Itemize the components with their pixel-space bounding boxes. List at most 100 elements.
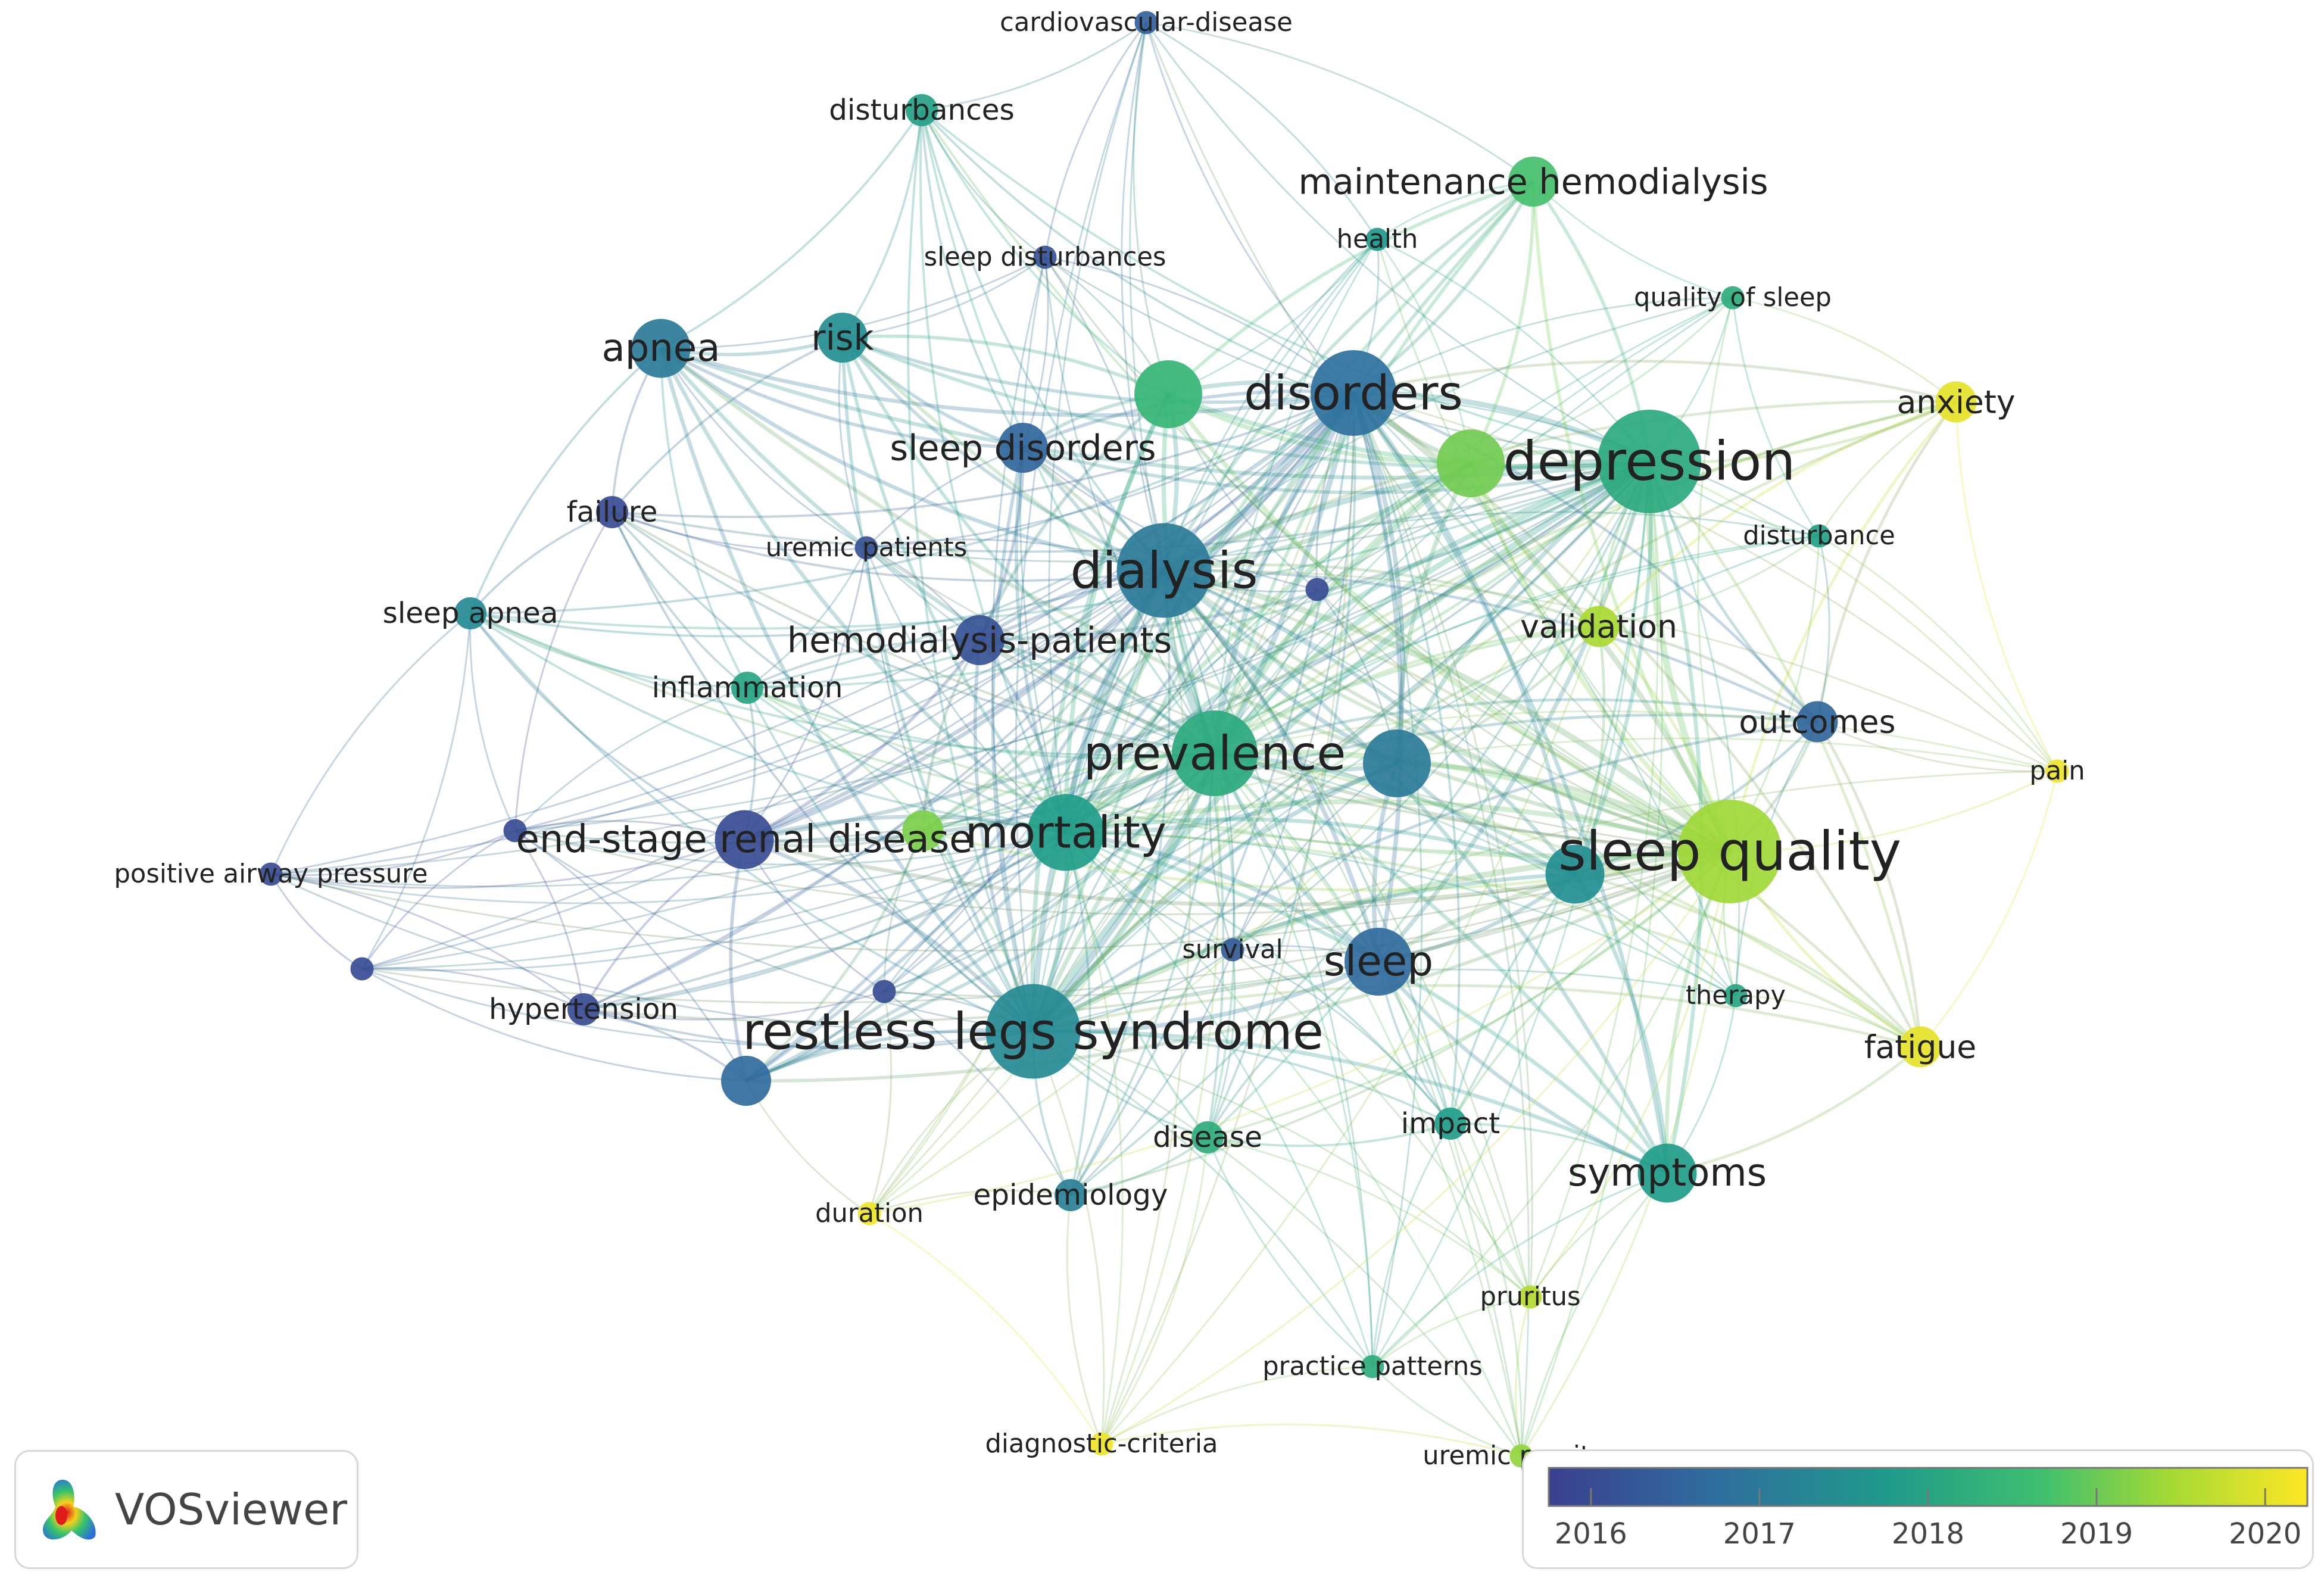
node-sleep-apnea[interactable] [454,597,486,629]
link-cardiovascular-disease-sleep-disturbances [1044,22,1147,258]
link-validation-prevalence [1214,625,1599,754]
link-diagnostic-criteria-restless-legs-syndrome [1032,1031,1105,1445]
label-validation: validation [1520,608,1677,645]
node-dialysis[interactable] [1116,523,1212,618]
link-outcomes-validation [1598,625,1818,723]
link-sleep-quality-disorders [1352,391,1733,853]
link-practice-patterns-depression [1371,461,1651,1367]
link-dialysis-restless-legs-syndrome [1030,569,1167,1032]
node-unlabeled-teal[interactable] [1363,729,1431,797]
link-failure-dialysis [612,511,1165,582]
node-cardiovascular-disease[interactable] [1134,11,1158,35]
link-diagnostic-criteria-sleep-quality [1101,851,1731,1445]
node-disturbances[interactable] [906,94,938,126]
node-diagnostic-criteria[interactable] [1090,1432,1113,1456]
link-duration-sleep-quality [869,850,1730,1215]
link-end-stage-renal-disease-depression [744,460,1651,842]
link-pruritus-mortality [1065,831,1531,1298]
node-survival[interactable] [1221,938,1244,962]
link-anxiety-pain [1955,401,2058,772]
link-cardiovascular-disease-mortality [1048,22,1147,833]
link-disturbance-dialysis [1163,511,1820,572]
link-diagnostic-criteria-prevalence [1100,753,1220,1445]
link-depression-restless-legs-syndrome [1030,459,1651,1033]
node-unlabeled-green[interactable] [1134,360,1202,428]
label-uremic-patients: uremic patients [766,533,967,563]
node-impact[interactable] [1434,1108,1467,1140]
link-cardiovascular-disease-sleep-quality [1145,22,1730,853]
legend-tick-label: 2017 [1723,1517,1796,1551]
node-positive-airway-pressure[interactable] [259,862,283,886]
node-hemodialysis-patients[interactable] [954,615,1005,665]
link-unlabeled-teal-disorders [1351,392,1405,764]
node-disease[interactable] [1191,1121,1224,1153]
node-uremic-patients[interactable] [854,536,878,560]
node-end-stage-renal-disease[interactable] [715,810,774,869]
node-maintenance-hemodialysis[interactable] [1508,157,1558,207]
link-duration-depression [869,461,1651,1215]
node-unlabeled-blue[interactable] [721,1056,771,1106]
link-sleep-disturbances-mortality [1019,257,1067,833]
node-therapy[interactable] [1724,984,1748,1008]
link-risk-disturbances [841,110,923,339]
link-quality-of-sleep-disorders [1353,297,1733,394]
label-disorders: disorders [1244,366,1463,421]
node-failure[interactable] [596,496,628,528]
link-mortality-end-stage-renal-disease [744,815,1066,842]
link-quality-of-sleep-mortality [1065,297,1733,833]
node-validation[interactable] [1578,606,1620,647]
link-practice-patterns-dialysis [1163,570,1374,1367]
node-unlabeled-purple-3[interactable] [1305,578,1329,601]
link-hypertension-positive-airway-pressure [270,873,584,1011]
node-inflammation[interactable] [731,672,763,704]
node-apnea[interactable] [631,319,691,378]
node-fatigue[interactable] [1899,1026,1941,1068]
node-symptoms[interactable] [1637,1143,1697,1203]
node-anxiety[interactable] [1935,381,1977,423]
node-mortality[interactable] [1027,794,1105,871]
link-impact-survival [1232,949,1452,1124]
node-pruritus[interactable] [1518,1285,1542,1309]
link-risk-dialysis [841,336,1165,572]
node-prevalence[interactable] [1172,710,1258,796]
node-practice-patterns[interactable] [1361,1355,1384,1379]
link-unlabeled-purple-1-dialysis [514,569,1165,832]
node-hypertension[interactable] [567,993,600,1025]
node-restless-legs-syndrome[interactable] [985,984,1081,1079]
link-unlabeled-purple-3-restless-legs-syndrome [1032,588,1318,1032]
link-failure-unlabeled-purple-1 [514,512,613,831]
link-pain-restless-legs-syndrome [1032,770,2058,1033]
node-sleep[interactable] [1345,928,1412,996]
node-duration[interactable] [857,1202,881,1225]
node-depression[interactable] [1598,410,1701,513]
link-sleep-mortality [1065,830,1380,963]
node-disturbance[interactable] [1807,524,1831,548]
link-unlabeled-purple-1-sleep-quality [514,829,1730,915]
node-unlabeled-purple-2[interactable] [350,957,374,981]
link-unlabeled-purple-3-sleep-quality [1316,588,1730,853]
node-health[interactable] [1365,227,1389,251]
link-impact-prevalence [1214,752,1452,1124]
node-epidemiology[interactable] [1055,1179,1087,1211]
link-sleep-disorders-sleep-disturbances [1022,257,1049,448]
node-unlabeled-purple-1[interactable] [503,819,527,843]
node-unlabeled-lime[interactable] [1437,429,1505,497]
link-quality-of-sleep-dialysis [1163,297,1733,572]
node-sleep-disorders[interactable] [998,423,1048,473]
link-fatigue-outcomes [1815,721,1922,1047]
node-pain[interactable] [2045,759,2069,783]
node-unlabeled-lime-2[interactable] [902,810,944,852]
node-sleep-quality[interactable] [1678,800,1782,903]
node-quality-of-sleep[interactable] [1721,286,1745,310]
node-sleep-disturbances[interactable] [1033,245,1057,269]
node-unlabeled-purple-4[interactable] [872,980,896,1003]
node-outcomes[interactable] [1796,701,1838,743]
node-disorders[interactable] [1311,350,1396,436]
node-risk[interactable] [818,313,868,363]
node-unlabeled-teal-2[interactable] [1545,844,1605,904]
link-sleep-apnea-end-stage-renal-disease [469,612,745,841]
label-sleep-disturbances: sleep disturbances [924,242,1166,272]
link-sleep-disturbances-sleep-quality [1044,257,1730,853]
link-anxiety-dialysis [1163,400,1957,572]
